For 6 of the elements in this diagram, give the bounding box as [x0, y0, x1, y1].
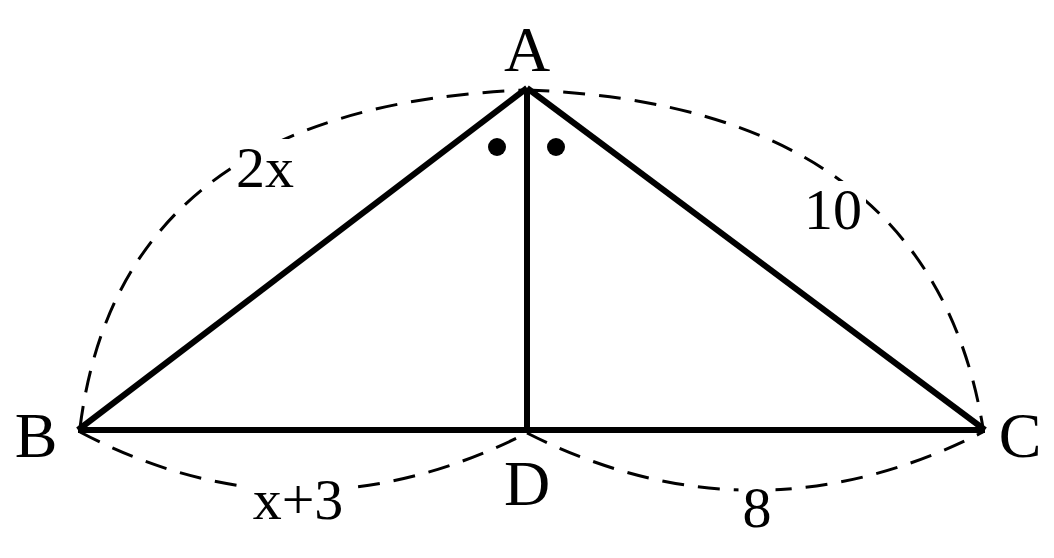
vertex-label: A	[503, 18, 551, 82]
vertex-label: D	[503, 452, 551, 516]
line-segment	[78, 427, 527, 433]
vertex-label: C	[998, 404, 1042, 468]
vertex-label: B	[14, 404, 58, 468]
line-segment	[527, 427, 985, 433]
